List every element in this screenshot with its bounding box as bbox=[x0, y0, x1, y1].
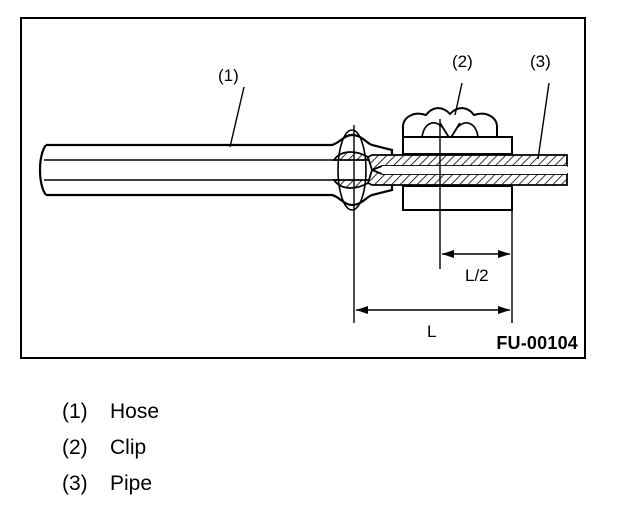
hose-end-outline bbox=[337, 129, 367, 211]
legend-item-hose: (1) Hose bbox=[62, 400, 159, 436]
diagram-frame: (1) (2) (3) L/2 L FU-00104 bbox=[20, 17, 586, 359]
hose-shape bbox=[38, 133, 394, 207]
leader-lines bbox=[229, 82, 550, 160]
clip-shape bbox=[402, 107, 513, 211]
full-dimension-label: L bbox=[427, 322, 436, 341]
legend-item-pipe: (3) Pipe bbox=[62, 472, 159, 508]
legend: (1) Hose (2) Clip (3) Pipe bbox=[62, 400, 159, 508]
callout-hose: (1) bbox=[218, 66, 239, 85]
half-dimension-label: L/2 bbox=[465, 266, 489, 285]
figure-code: FU-00104 bbox=[496, 333, 578, 353]
legend-label: Clip bbox=[110, 436, 147, 459]
legend-label: Hose bbox=[110, 400, 160, 423]
legend-number: (1) bbox=[62, 400, 88, 423]
full-dimension-line bbox=[356, 306, 510, 314]
legend-number: (3) bbox=[62, 472, 88, 495]
pipe-shape bbox=[332, 151, 568, 189]
legend-number: (2) bbox=[62, 436, 88, 459]
half-dimension-line bbox=[442, 250, 510, 258]
dimension-extension-lines bbox=[353, 119, 513, 323]
callout-pipe: (3) bbox=[530, 52, 551, 71]
legend-label: Pipe bbox=[110, 472, 153, 495]
callout-clip: (2) bbox=[452, 52, 473, 71]
legend-item-clip: (2) Clip bbox=[62, 436, 159, 472]
hose-clip-pipe-diagram: (1) (2) (3) L/2 L bbox=[38, 52, 568, 341]
